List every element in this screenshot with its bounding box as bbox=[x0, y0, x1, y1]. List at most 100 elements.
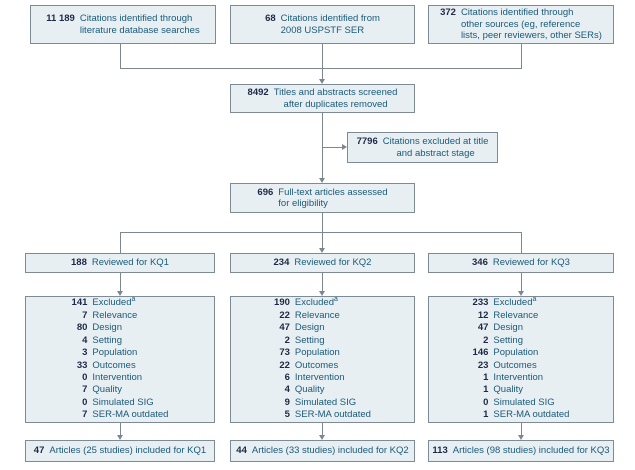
count-included-kq2: 44 bbox=[236, 445, 247, 457]
connector-line bbox=[120, 68, 522, 69]
exclusion-count: 1 bbox=[483, 384, 489, 396]
box-citations-other-sources: 372 Citations identified through other s… bbox=[428, 5, 614, 44]
arrow-down-icon bbox=[117, 291, 123, 296]
exclusion-category: Relevance bbox=[493, 309, 539, 321]
exclusion-count: 9 bbox=[284, 396, 290, 408]
label-excluded-header: Excludeda bbox=[493, 296, 537, 309]
exclusion-count: 4 bbox=[82, 334, 88, 346]
arrow-right-icon bbox=[342, 144, 347, 150]
arrow-down-icon bbox=[319, 435, 325, 440]
box-citations-database: 11 189 Citations identified through lite… bbox=[30, 5, 216, 44]
exclusion-count: 6 bbox=[284, 371, 290, 383]
exclusion-count: 47 bbox=[279, 322, 290, 334]
exclusion-count: 2 bbox=[284, 334, 290, 346]
connector-line bbox=[322, 147, 342, 148]
exclusion-category: SER-MA outdated bbox=[493, 409, 570, 421]
exclusion-count: 0 bbox=[483, 396, 489, 408]
exclusion-category: Setting bbox=[294, 334, 325, 346]
exclusion-count: 1 bbox=[483, 371, 489, 383]
exclusion-category: Setting bbox=[92, 334, 122, 346]
exclusion-count: 1 bbox=[483, 409, 489, 421]
count-title-abstract-excluded: 7796 bbox=[356, 136, 378, 147]
exclusion-count: 3 bbox=[82, 347, 88, 359]
exclusion-category: Simulated SIG bbox=[294, 396, 357, 408]
exclusion-category: Simulated SIG bbox=[92, 396, 154, 408]
connector-line bbox=[521, 273, 522, 291]
exclusion-count: 47 bbox=[477, 322, 489, 334]
exclusion-category: Population bbox=[294, 347, 340, 359]
count-citations-other-sources: 372 bbox=[440, 7, 456, 19]
footnote-marker: a bbox=[532, 296, 537, 304]
box-full-text-assessed: 696 Full-text articles assessed for elig… bbox=[230, 183, 415, 213]
count-excluded-kq1-total: 141 bbox=[71, 297, 88, 309]
arrow-down-icon bbox=[518, 435, 524, 440]
connector-line bbox=[120, 44, 121, 68]
label-citations-database: Citations identified through literature … bbox=[79, 13, 200, 36]
label-citations-other-sources: Citations identified through other sourc… bbox=[460, 7, 602, 42]
count-reviewed-kq1: 188 bbox=[71, 257, 87, 269]
connector-line bbox=[120, 273, 121, 291]
exclusion-count: 7 bbox=[82, 309, 88, 321]
exclusion-category: Setting bbox=[493, 334, 523, 346]
exclusion-category: Population bbox=[493, 347, 539, 359]
exclusion-category: SER-MA outdated bbox=[92, 409, 169, 421]
label-excluded-header: Excludeda bbox=[294, 296, 338, 309]
label-included-kq2: Articles (33 studies) included for KQ2 bbox=[251, 445, 409, 457]
count-screened: 8492 bbox=[247, 87, 269, 98]
count-reviewed-kq3: 346 bbox=[472, 257, 488, 269]
exclusion-count: 7 bbox=[82, 409, 88, 421]
exclusion-count: 12 bbox=[477, 309, 489, 321]
box-excluded-kq1: 141 Excludeda 7 Relevance 80 Design 4 Se… bbox=[25, 296, 215, 423]
exclusion-category: Quality bbox=[294, 384, 325, 396]
connector-line bbox=[521, 232, 522, 253]
exclusion-category: Quality bbox=[92, 384, 122, 396]
box-citations-uspstf: 68 Citations identified from 2008 USPSTF… bbox=[230, 5, 415, 44]
connector-line bbox=[322, 232, 323, 248]
exclusion-count: 5 bbox=[284, 409, 290, 421]
label-reviewed-kq1: Reviewed for KQ1 bbox=[91, 257, 169, 269]
label-citations-uspstf: Citations identified from 2008 USPSTF SE… bbox=[280, 13, 380, 36]
exclusion-category: Intervention bbox=[493, 371, 544, 383]
connector-line bbox=[120, 423, 121, 435]
count-reviewed-kq2: 234 bbox=[273, 257, 290, 269]
exclusion-category: Relevance bbox=[92, 309, 138, 321]
exclusion-category: Population bbox=[92, 347, 138, 359]
exclusion-count: 146 bbox=[472, 347, 489, 359]
exclusion-category: Outcomes bbox=[92, 359, 136, 371]
exclusion-category: Outcomes bbox=[493, 359, 537, 371]
exclusion-count: 0 bbox=[82, 396, 88, 408]
box-excluded-kq2: 190 Excludeda 22 Relevance 47 Design 2 S… bbox=[230, 296, 415, 423]
footnote-marker: a bbox=[334, 296, 338, 304]
exclusion-count: 33 bbox=[76, 359, 88, 371]
connector-line bbox=[322, 113, 323, 178]
count-citations-database: 11 189 bbox=[46, 13, 75, 24]
label-included-kq3: Articles (98 studies) included for KQ3 bbox=[452, 445, 610, 457]
arrow-down-icon bbox=[319, 291, 325, 296]
count-excluded-kq3-total: 233 bbox=[472, 297, 489, 309]
exclusion-category: Design bbox=[294, 322, 325, 334]
exclusion-count: 73 bbox=[279, 347, 290, 359]
connector-line bbox=[322, 213, 323, 232]
exclusion-category: Quality bbox=[493, 384, 523, 396]
label-screened: Titles and abstracts screened after dupl… bbox=[273, 87, 398, 110]
label-included-kq1: Articles (25 studies) included for KQ1 bbox=[49, 445, 207, 457]
connector-line bbox=[120, 232, 522, 233]
exclusion-count: 4 bbox=[284, 384, 290, 396]
connector-line bbox=[521, 44, 522, 68]
label-reviewed-kq2: Reviewed for KQ2 bbox=[294, 257, 372, 269]
exclusion-count: 23 bbox=[477, 359, 489, 371]
exclusion-category: Intervention bbox=[92, 371, 143, 383]
exclusion-category: SER-MA outdated bbox=[294, 409, 371, 421]
exclusion-category: Outcomes bbox=[294, 359, 339, 371]
exclusion-count: 0 bbox=[82, 371, 88, 383]
arrow-down-icon bbox=[117, 435, 123, 440]
label-full-text: Full-text articles assessed for eligibil… bbox=[278, 186, 388, 210]
box-title-abstract-excluded: 7796 Citations excluded at title and abs… bbox=[347, 132, 498, 163]
exclusion-category: Relevance bbox=[294, 309, 340, 321]
box-included-kq2: 44 Articles (33 studies) included for KQ… bbox=[230, 440, 415, 462]
count-included-kq1: 47 bbox=[33, 445, 45, 457]
label-excluded-header: Excludeda bbox=[92, 296, 136, 309]
connector-line bbox=[322, 44, 323, 79]
count-full-text: 696 bbox=[257, 186, 274, 198]
